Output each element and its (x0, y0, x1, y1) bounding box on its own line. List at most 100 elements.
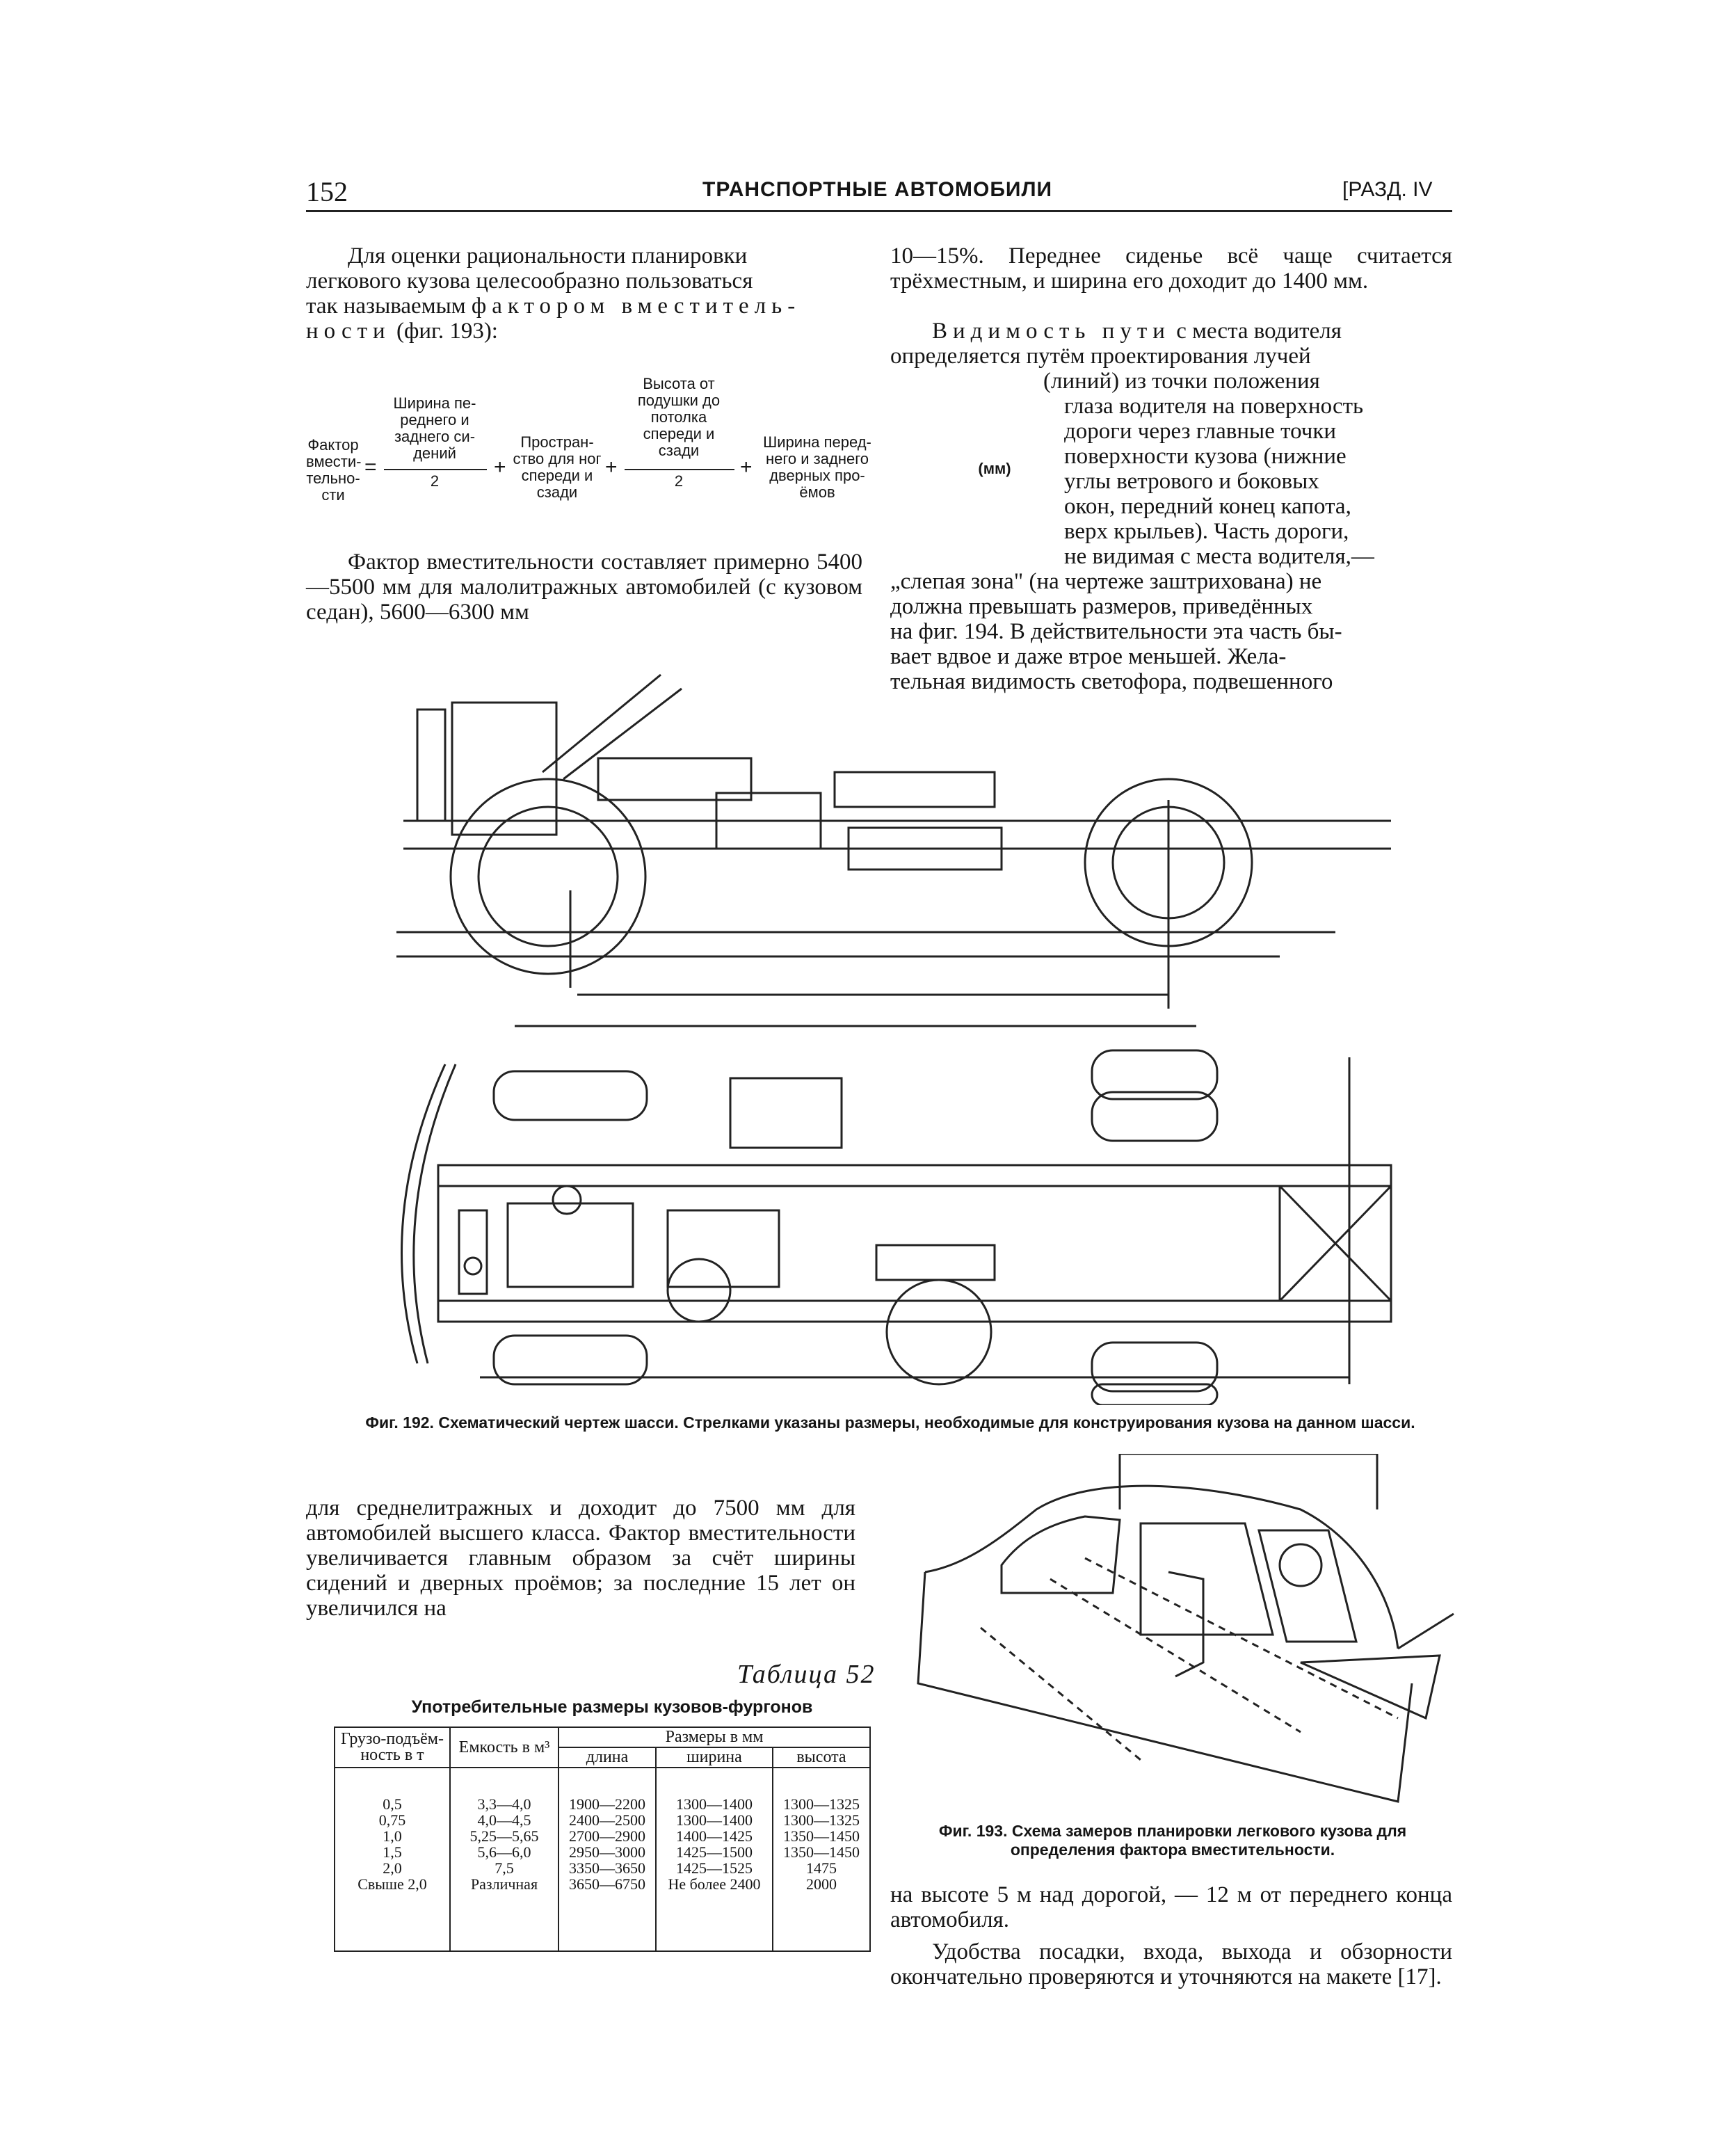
cell-value: Не более 2400 (668, 1875, 761, 1893)
capacity-formula: Фактор вмести-тельно-сти = Ширина пе-ред… (306, 376, 1057, 522)
figure-192-caption: Фиг. 192. Схематический чертеж шасси. Ст… (365, 1413, 1415, 1432)
visibility-line: должна превышать размеров, приведённых (890, 594, 1313, 619)
term-highlight: фактором вместитель- (471, 294, 801, 319)
visibility-line: дороги через главные точки (1064, 419, 1337, 444)
cell-value: 0,75 (378, 1811, 406, 1829)
paragraph-capacity-growth: для среднелитражных и доходит до 7500 мм… (306, 1496, 855, 1621)
intro-line-3-text: так называемым (306, 294, 466, 319)
cell-value: 5,25—5,65 (469, 1827, 539, 1845)
formula-term2: Простран-ство для ног спереди и сзади (513, 433, 602, 501)
cell-value: 3,3—4,0 (477, 1795, 531, 1813)
cell-value: 1425—1525 (675, 1859, 753, 1877)
figure-193-caption: Фиг. 193. Схема замеров планировки легко… (938, 1822, 1407, 1859)
paragraph-capacity-values: Фактор вместительности составляет пример… (306, 550, 862, 625)
cell-width: 1300—1400 1300—1400 1400—1425 1425—1500 … (655, 1767, 773, 1952)
car-body-drawing (917, 1454, 1454, 1803)
running-title: ТРАНСПОРТНЫЕ АВТОМОБИЛИ (702, 178, 1053, 201)
formula-equals: = (364, 456, 377, 479)
intro-line-3: так называемым фактором вместитель- (306, 294, 862, 319)
page-number: 152 (306, 176, 348, 207)
col-header-height: высота (771, 1747, 871, 1768)
term-highlight-2: ности (306, 319, 391, 344)
cell-value: Свыше 2,0 (357, 1875, 427, 1893)
van-body-sizes-table: Грузо-подъём-ность в т Емкость в м³ Разм… (334, 1727, 871, 1952)
cell-value: 1300—1400 (675, 1811, 753, 1829)
formula-unit: (мм) (978, 460, 1011, 477)
cell-value: 2400—2500 (569, 1811, 646, 1829)
formula-plus-2: + (605, 456, 618, 479)
cell-value: 1300—1325 (782, 1811, 860, 1829)
cell-value: 1300—1325 (782, 1795, 860, 1813)
col-header-load: Грузо-подъём-ность в т (334, 1727, 451, 1768)
table-title: Употребительные размеры кузовов-фургонов (411, 1697, 813, 1717)
cell-load: 0,5 0,75 1,0 1,5 2,0 Свыше 2,0 (334, 1767, 451, 1952)
cell-value: 1,0 (383, 1827, 402, 1845)
cell-capacity: 3,3—4,0 4,0—4,5 5,25—5,65 5,6—6,0 7,5 Ра… (449, 1767, 559, 1952)
cell-value: 1900—2200 (569, 1795, 646, 1813)
col-header-width: ширина (655, 1747, 773, 1768)
chassis-top-view (401, 993, 1392, 1405)
visibility-line: не видимая с места водителя,— (1064, 544, 1374, 569)
formula-term1-num: Ширина пе-реднего и заднего си-дений (393, 394, 476, 462)
intro-paragraph: Для оценки рациональности планировки лег… (306, 243, 862, 344)
formula-term1-den: 2 (430, 472, 440, 490)
header-rule (306, 210, 1452, 212)
cell-value: 2700—2900 (569, 1827, 646, 1845)
cell-value: 1,5 (383, 1843, 402, 1861)
visibility-paragraph: Видимость пути с места водителя определя… (890, 319, 1452, 694)
cell-value: 1400—1425 (675, 1827, 753, 1845)
visibility-line: окон, передний конец капота, (1064, 494, 1351, 519)
table-subheader-row: длина ширина высота (335, 1747, 871, 1768)
visibility-line: (линий) из точки положения (1043, 369, 1320, 394)
cell-value: 2950—3000 (569, 1843, 646, 1861)
formula-fraction-line-1 (384, 469, 487, 470)
intro-line-1: Для оценки рациональности планировки (348, 243, 748, 269)
intro-line-4: ности (фиг. 193): (306, 319, 862, 344)
visibility-heading-line: Видимость пути с места водителя (890, 319, 1452, 344)
formula-fraction-line-3 (625, 469, 734, 470)
cell-length: 1900—2200 2400—2500 2700—2900 2950—3000 … (557, 1767, 657, 1952)
visibility-line: определяется путём проектирования лучей (890, 344, 1311, 369)
table-row: 0,5 0,75 1,0 1,5 2,0 Свыше 2,0 3,3—4,0 4… (334, 1767, 871, 1952)
table-header-row: Грузо-подъём-ность в т Емкость в м³ Разм… (334, 1727, 871, 1768)
cell-value: 7,5 (495, 1859, 514, 1877)
col-header-capacity: Емкость в м³ (449, 1727, 559, 1768)
table-number: Таблица 52 (737, 1660, 876, 1689)
visibility-line: тельная видимость светофора, подвешенног… (890, 669, 1333, 694)
visibility-line: на фиг. 194. В действительности эта част… (890, 619, 1342, 644)
col-header-sizes: Размеры в мм (558, 1727, 871, 1748)
formula-lhs: Фактор вмести-тельно-сти (306, 436, 362, 504)
visibility-line: глаза водителя на поверхность (1064, 394, 1364, 419)
visibility-line: „слепая зона" (на чертеже заштрихована) … (890, 569, 1322, 594)
cell-value: 0,5 (383, 1795, 402, 1813)
cell-value: 2,0 (383, 1859, 402, 1877)
formula-plus-3: + (740, 456, 753, 479)
cell-value: 1300—1400 (675, 1795, 753, 1813)
visibility-line: углы ветрового и боковых (1064, 469, 1319, 494)
cell-value: 2000 (805, 1875, 837, 1893)
paragraph-traffic-light: на высоте 5 м над дорогой, — 12 м от пер… (890, 1882, 1452, 1932)
cell-value: 1475 (805, 1859, 837, 1877)
intro-tail: (фиг. 193): (396, 319, 498, 344)
chassis-drawing (396, 673, 1392, 1405)
paragraph-front-seat: 10—15%. Переднее сиденье всё чаще считае… (890, 243, 1452, 294)
section-label: [РАЗД. IV (1342, 178, 1433, 201)
cell-value: Различная (470, 1875, 538, 1893)
cell-value: 3350—3650 (569, 1859, 646, 1877)
cell-value: 1350—1450 (782, 1827, 860, 1845)
cell-value: 1350—1450 (782, 1843, 860, 1861)
formula-term3-den: 2 (674, 472, 684, 490)
chassis-side-view (396, 673, 1391, 1009)
cell-value: 3650—6750 (569, 1875, 646, 1893)
cell-value: 5,6—6,0 (477, 1843, 531, 1861)
visibility-line: вает вдвое и даже втрое меньшей. Жела- (890, 644, 1287, 669)
intro-line-2: легкового кузова целесообразно пользоват… (306, 269, 753, 294)
cell-value: 4,0—4,5 (477, 1811, 531, 1829)
visibility-line: верх крыльев). Часть дороги, (1064, 519, 1349, 544)
paragraph-mockup: Удобства посадки, входа, выхода и обзорн… (890, 1939, 1452, 1989)
visibility-term: Видимость пути (932, 319, 1171, 344)
formula-term4: Ширина перед-него и заднего дверных про-… (763, 433, 871, 501)
cell-value: 1425—1500 (675, 1843, 753, 1861)
formula-term3-num: Высота от подушки до потолка спереди и с… (637, 375, 721, 459)
cell-height: 1300—1325 1300—1325 1350—1450 1350—1450 … (771, 1767, 871, 1952)
